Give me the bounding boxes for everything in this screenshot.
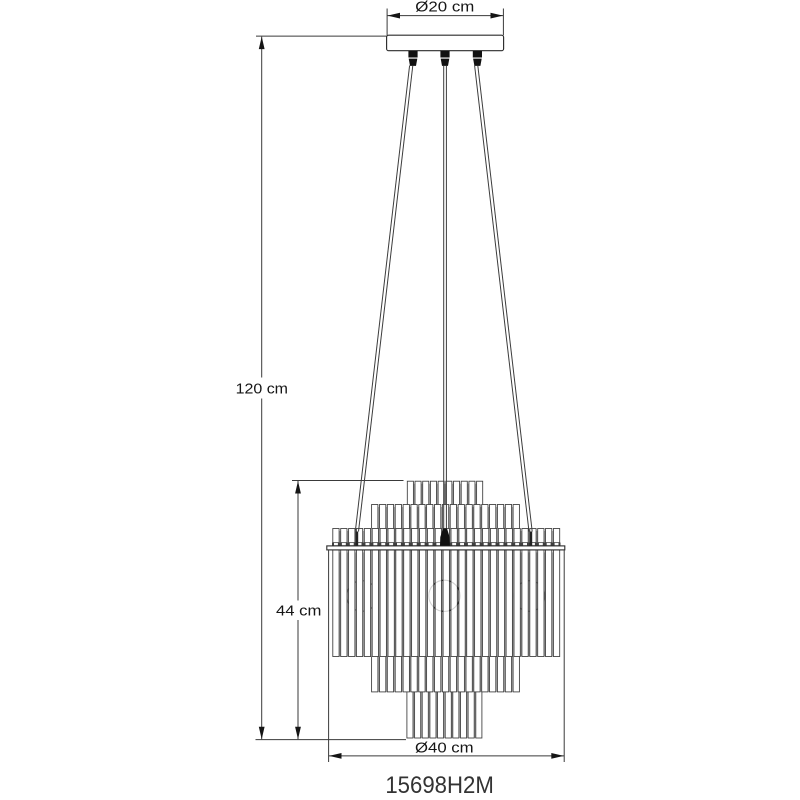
- svg-text:15698H2M: 15698H2M: [385, 773, 494, 799]
- svg-text:120 cm: 120 cm: [236, 380, 288, 397]
- svg-text:44 cm: 44 cm: [276, 602, 321, 619]
- svg-text:Ø40 cm: Ø40 cm: [415, 740, 474, 757]
- svg-text:Ø20 cm: Ø20 cm: [415, 0, 474, 16]
